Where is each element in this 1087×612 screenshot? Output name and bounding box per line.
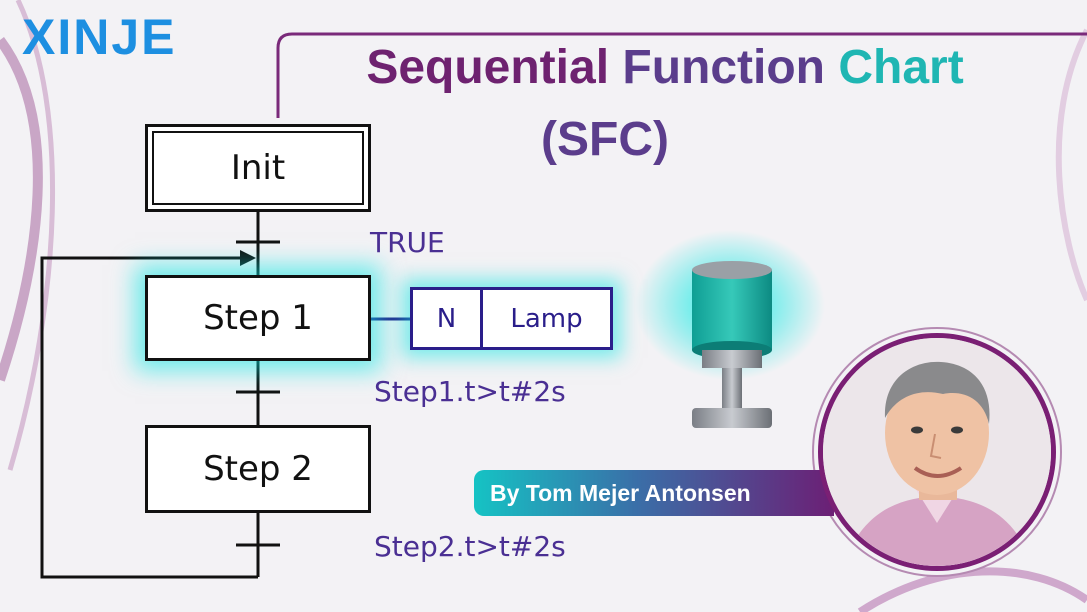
brand-logo: XINJE [22,9,177,65]
swoosh-right [1055,28,1087,302]
signal-tower-icon [635,230,825,428]
transition-condition-1: TRUE [370,226,445,259]
page-title: Sequential Function Chart [280,40,1050,96]
presenter-photo [823,338,1051,566]
sfc-flow-lines [40,212,410,579]
page-subtitle: (SFC) [541,113,669,166]
title-frame [276,32,1087,118]
action-block: N Lamp [410,287,613,350]
loop-arrowhead [240,250,256,266]
author-banner: By Tom Mejer Antonsen [474,470,834,516]
swoosh-left-2 [7,0,55,471]
step-2: Step 2 [145,425,371,513]
title-word-1: Sequential [366,41,610,94]
step-1: Step 1 [145,275,371,361]
title-word-3: Chart [838,41,964,94]
title-word-2: Function [622,41,825,94]
transition-condition-2: Step1.t>t#2s [374,375,566,408]
presenter-avatar [818,333,1056,571]
swoosh-left [0,37,43,382]
action-qualifier: N [413,290,483,347]
step-init: Init [152,131,364,205]
transition-condition-3: Step2.t>t#2s [374,530,566,563]
action-variable: Lamp [510,303,583,334]
swoosh-bottom-right [857,567,1087,612]
